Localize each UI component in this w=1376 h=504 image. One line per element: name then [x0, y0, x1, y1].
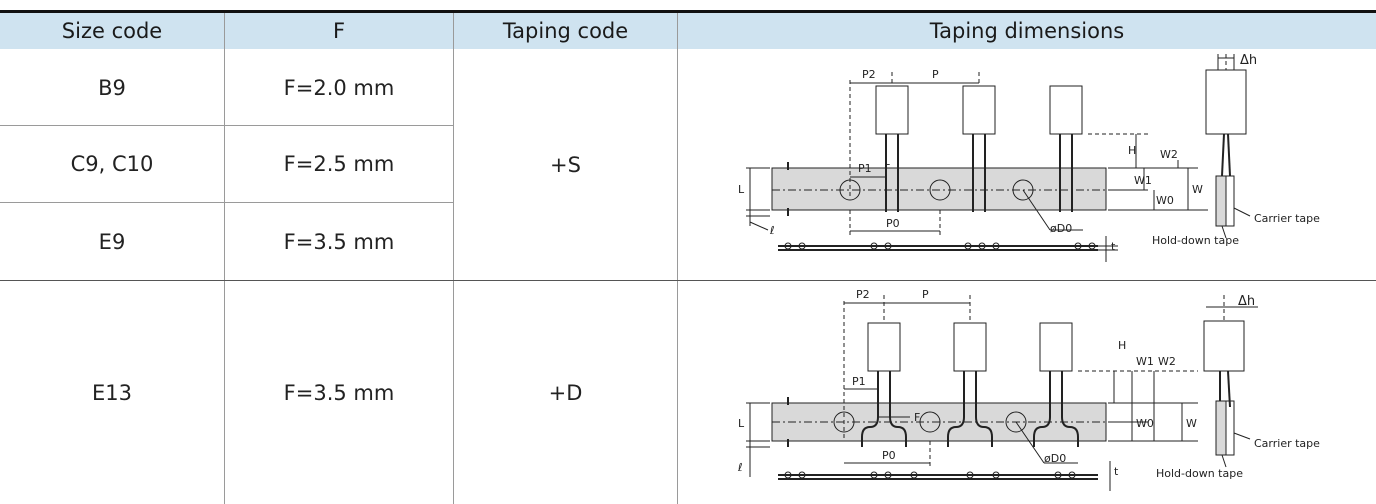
size-code-cell: C9, C10: [70, 152, 154, 176]
label-w2: W2: [1158, 355, 1176, 368]
label-w: W: [1186, 417, 1197, 430]
f-cell: F=2.5 mm: [283, 152, 395, 176]
label-l: L: [738, 417, 745, 430]
column-divider: [224, 13, 225, 504]
label-t: t: [1114, 465, 1119, 478]
label-w0: W0: [1136, 417, 1154, 430]
header-taping-dimensions: Taping dimensions: [678, 13, 1376, 49]
taping-code-cell: +D: [548, 380, 583, 405]
label-d0: øD0: [1044, 452, 1066, 465]
label-h: H: [1128, 144, 1136, 157]
taping-diagram-crimped: P2 P P1 F P0 L ℓ H W1 W2 W0 W øD0 t Δh C…: [737, 288, 1320, 491]
label-carrier-tape: Carrier tape: [1254, 437, 1320, 450]
label-p: P: [922, 288, 929, 301]
label-d0: øD0: [1050, 222, 1072, 235]
size-code-cell: E13: [92, 380, 132, 405]
f-cell: F=3.5 mm: [283, 229, 395, 254]
header-taping-code: Taping code: [454, 13, 677, 49]
header-size-code: Size code: [0, 13, 224, 49]
label-h: H: [1118, 339, 1126, 352]
size-code-cell: E9: [98, 229, 126, 254]
taping-code-cell: +S: [550, 153, 581, 177]
header-f: F: [225, 13, 453, 49]
label-w1: W1: [1136, 355, 1154, 368]
label-w1: W1: [1134, 174, 1152, 187]
column-divider: [677, 13, 678, 504]
label-hold-down-tape: Hold-down tape: [1156, 467, 1243, 480]
label-t: t: [1111, 240, 1116, 253]
row-divider: [0, 202, 453, 203]
group-divider: [0, 280, 1376, 281]
label-p1: P1: [852, 375, 866, 388]
label-delta-h: Δh: [1238, 294, 1255, 309]
label-p: P: [932, 68, 939, 81]
label-p2: P2: [856, 288, 870, 301]
label-carrier-tape: Carrier tape: [1254, 212, 1320, 225]
f-cell: F=3.5 mm: [283, 380, 395, 405]
label-w: W: [1192, 183, 1203, 196]
label-f: F: [884, 162, 890, 175]
label-delta-h: Δh: [1240, 53, 1257, 68]
label-p1: P1: [858, 162, 872, 175]
label-ell: ℓ: [769, 224, 775, 237]
label-ell: ℓ: [737, 461, 743, 474]
f-cell: F=2.0 mm: [283, 75, 395, 100]
label-w2: W2: [1160, 148, 1178, 161]
label-p0: P0: [886, 217, 900, 230]
label-p0: P0: [882, 449, 896, 462]
size-code-cell: B9: [98, 75, 126, 100]
table-top-rule: [0, 10, 1376, 13]
taping-diagram-straight: P2 P P1 F P0 L ℓ H W2 W1 W0 W øD0 t Δh C…: [738, 53, 1320, 262]
label-f: F: [914, 411, 920, 424]
label-p2: P2: [862, 68, 876, 81]
column-divider: [453, 13, 454, 504]
label-hold-down-tape: Hold-down tape: [1152, 234, 1239, 247]
label-w0: W0: [1156, 194, 1174, 207]
row-divider: [0, 125, 453, 126]
label-l: L: [738, 183, 745, 196]
